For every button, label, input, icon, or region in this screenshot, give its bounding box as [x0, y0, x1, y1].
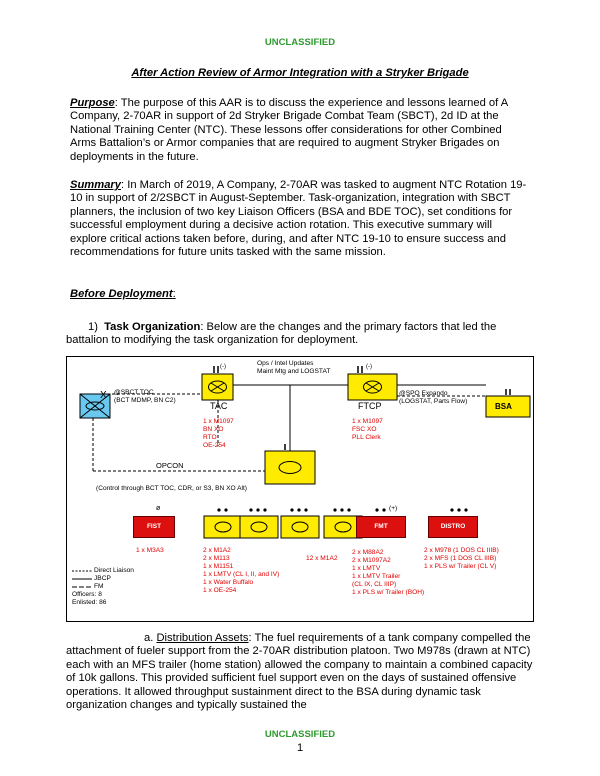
fmt-item: 2 x M1097A2	[352, 557, 391, 565]
task-organization-diagram: X @SBCT TOC (BCT MDMP, BN C2) Ops / Inte…	[66, 356, 534, 622]
distro-item: 2 x M978 (1 DOS CL IIIB)	[424, 547, 499, 554]
platoon-item: 12 x M1A2	[306, 555, 338, 562]
company-item: 2 x M1A2	[203, 547, 231, 554]
hq-section-symbol	[203, 515, 243, 539]
personnel-count: Officers: 8 Enlisted: 86	[72, 591, 106, 607]
opcon-label: OPCON	[156, 461, 184, 470]
company-unit-symbol	[264, 450, 316, 485]
fist-unit-symbol: FIST	[133, 516, 175, 538]
tac-items: 1 x M1097 BN XO RTO OE-254	[203, 418, 234, 450]
ftcp-items: 1 x M1097 FSC XO PLL Clerk	[352, 418, 383, 442]
legend: Direct Liaison JBCP FM	[94, 567, 134, 591]
spo-note: @SPO Expando (LOGSTAT, Parts Flow)	[399, 390, 467, 406]
platoon-items: 12 x M1A2	[306, 555, 338, 563]
spo-line: @SPO Expando	[399, 390, 448, 397]
item1-number: 1)	[88, 321, 98, 333]
task-organization-paragraph: 1) Task Organization: Below are the chan…	[66, 321, 532, 348]
fist-items: 1 x M3A3	[136, 547, 164, 555]
before-deployment-label: Before Deployment	[70, 288, 173, 300]
item-a-text: : The fuel requirements of a tank compan…	[66, 632, 533, 712]
fmt-item: 1 x LMTV	[352, 565, 381, 573]
fmt-unit-symbol: FMT	[356, 516, 406, 538]
ftcp-item: FSC XO	[352, 426, 377, 434]
distro-item: 1 x PLS w/ Trailer (CL V)	[424, 563, 497, 571]
officers-count: Officers: 8	[72, 591, 102, 598]
purpose-label: Purpose	[70, 97, 115, 109]
bsa-unit-symbol	[485, 395, 531, 418]
summary-paragraph: Summary: In March of 2019, A Company, 2-…	[70, 179, 530, 259]
fmt-item: 1 x LMTV Trailer	[352, 573, 401, 581]
opcon-note: (Control through BCT TOC, CDR, or S3, BN…	[96, 485, 247, 492]
distro-item: 2 x MFS (1 DOS CL IIIB)	[424, 555, 497, 563]
tac-item: BN XO	[203, 426, 224, 434]
legend-direct-liaison: Direct Liaison	[94, 567, 134, 574]
fmt-items: 2 x M88A2 2 x M1097A2 1 x LMTV 1 x LMTV …	[352, 549, 424, 598]
fist-item: 1 x M3A3	[136, 547, 164, 554]
sbct-toc-note: @SBCT TOC (BCT MDMP, BN C2)	[114, 389, 176, 405]
document-title: After Action Review of Armor Integration…	[131, 67, 469, 79]
company-item: 1 x LMTV (CL I, II, and IV)	[203, 571, 280, 579]
summary-text: : In March of 2019, A Company, 2-70AR wa…	[70, 179, 527, 259]
fmt-item: (CL IX, CL IIIP)	[352, 581, 397, 589]
company-item: 1 x Water Buffalo	[203, 579, 254, 587]
tank-platoon-symbol-0	[239, 515, 279, 539]
purpose-text: : The purpose of this AAR is to discuss …	[70, 97, 508, 163]
tac-echelon: (-)	[220, 364, 226, 370]
fmt-item: 2 x M88A2	[352, 549, 384, 556]
spo-line: (LOGSTAT, Parts Flow)	[399, 398, 468, 406]
bsa-label: BSA	[495, 402, 512, 411]
item-a-prefix: a.	[144, 632, 154, 644]
distro-items: 2 x M978 (1 DOS CL IIIB) 2 x MFS (1 DOS …	[424, 547, 499, 571]
company-item: 2 x M113	[203, 555, 230, 563]
diagram-lines	[66, 356, 534, 622]
purpose-paragraph: Purpose: The purpose of this AAR is to d…	[70, 97, 530, 164]
tac-item: OE-254	[203, 442, 226, 450]
ftcp-label: FTCP	[358, 401, 382, 411]
ftcp-item: PLL Clerk	[352, 434, 381, 442]
company-item: 1 x OE-254	[203, 587, 237, 595]
legend-fm: FM	[94, 583, 104, 591]
tank-platoon-symbol-1	[280, 515, 320, 539]
ops-intel-note: Ops / Intel Updates Maint Mtg and LOGSTA…	[257, 360, 330, 376]
ftcp-echelon: (-)	[366, 364, 372, 370]
fmt-item: 1 x PLS w/ Trailer (BOH)	[352, 589, 425, 597]
tac-label: TAC	[210, 401, 228, 411]
tac-item: 1 x M1097	[203, 418, 234, 425]
sbct-toc-line: @SBCT TOC	[114, 389, 154, 396]
ftcp-item: 1 x M1097	[352, 418, 383, 425]
enlisted-count: Enlisted: 86	[72, 599, 107, 607]
before-deployment-heading: Before Deployment:	[70, 288, 176, 300]
brigade-echelon-mark: X	[100, 390, 107, 401]
summary-label: Summary	[70, 179, 121, 191]
company-item: 1 x M1151	[203, 563, 234, 571]
distribution-assets-paragraph: a. Distribution Assets: The fuel require…	[66, 632, 534, 712]
tac-item: RTO	[203, 434, 217, 442]
distro-unit-symbol: DISTRO	[428, 516, 478, 538]
item1-label: Task Organization	[104, 321, 201, 333]
item1-text: : Below are the changes and the primary …	[66, 321, 497, 347]
fmt-echelon: (+)	[389, 505, 398, 512]
sbct-toc-line: (BCT MDMP, BN C2)	[114, 397, 176, 405]
legend-jbcp: JBCP	[94, 575, 111, 583]
item-a-label: Distribution Assets	[156, 632, 249, 644]
fist-echelon: ø	[156, 505, 161, 512]
page-number: 1	[296, 742, 304, 754]
classification-footer: UNCLASSIFIED	[264, 729, 336, 740]
classification-header: UNCLASSIFIED	[264, 37, 336, 48]
company-items: 2 x M1A2 2 x M113 1 x M1151 1 x LMTV (CL…	[203, 547, 279, 596]
ops-intel-line: Maint Mtg and LOGSTAT	[257, 368, 331, 376]
ops-intel-line: Ops / Intel Updates	[257, 360, 314, 367]
